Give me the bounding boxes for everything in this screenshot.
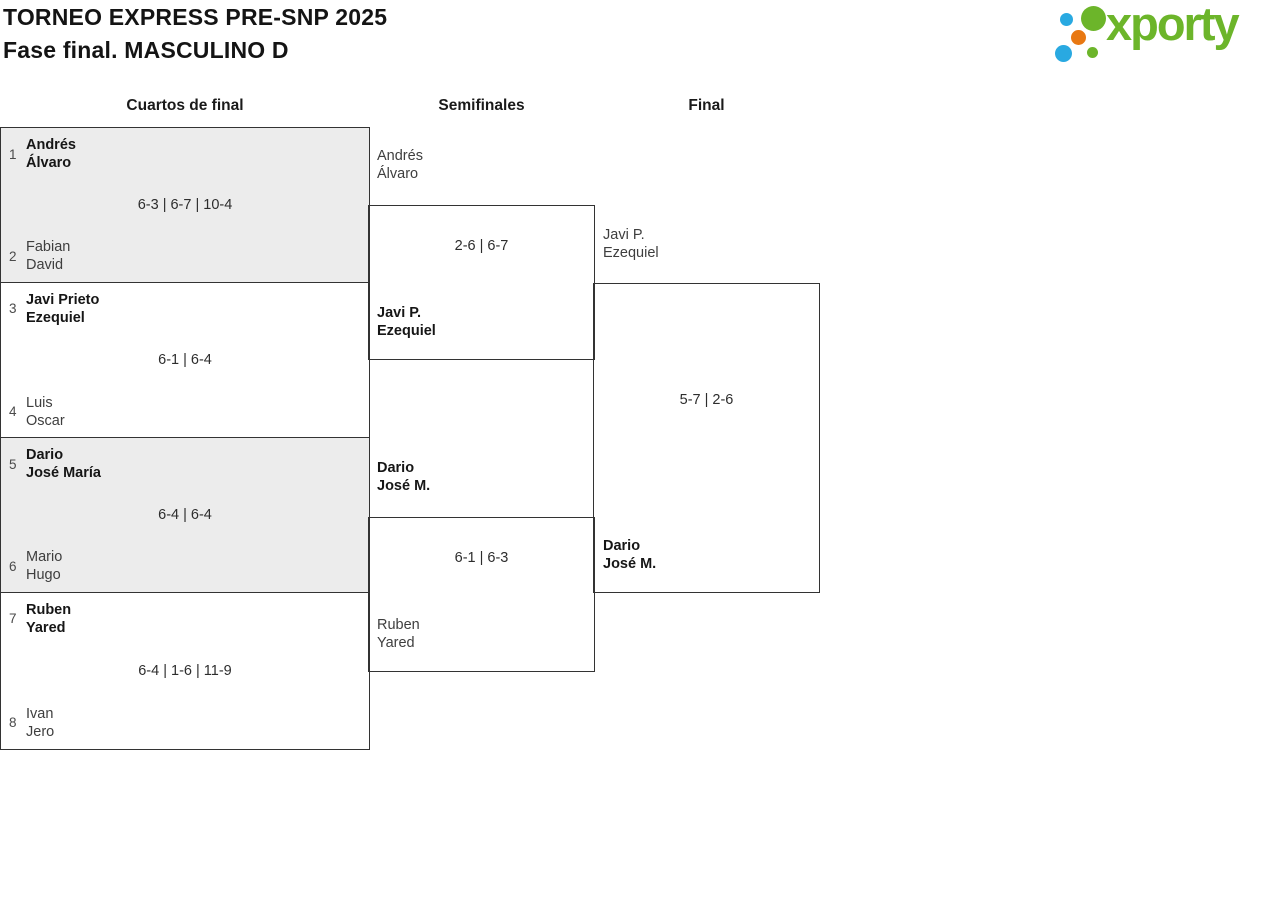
match-score: 6-1 | 6-3 [454, 550, 509, 566]
team-name-pair: Ivan Jero [26, 705, 54, 741]
player-name: Ezequiel [377, 323, 436, 339]
player-name: Fabian [26, 239, 71, 255]
player-name: Javi P. [377, 305, 422, 321]
match-quarterfinal-4: 7 Ruben Yared 6-4 | 1-6 | 11-9 8 Ivan Je… [0, 591, 370, 750]
semifinal2-team-bottom: Ruben Yared [377, 616, 420, 652]
match-semifinal-1: 2-6 | 6-7 [368, 205, 595, 360]
seed-number: 4 [9, 404, 17, 419]
semifinal1-team-top: Andrés Álvaro [377, 147, 423, 183]
player-name: Dario [26, 447, 64, 463]
match-score: 6-4 | 1-6 | 11-9 [138, 662, 232, 679]
tournament-subtitle: Fase final. MASCULINO D [3, 37, 289, 63]
seed-number: 5 [9, 456, 17, 472]
player-name: José M. [603, 556, 657, 572]
player-name: Dario [603, 538, 641, 554]
player-name: José María [26, 465, 101, 481]
team-row: 6 Mario Hugo [9, 548, 62, 584]
seed-number: 7 [9, 611, 17, 626]
player-name: Álvaro [26, 155, 72, 171]
match-score: 6-3 | 6-7 | 10-4 [137, 197, 233, 213]
team-row: 4 Luis Oscar [9, 394, 65, 430]
logo-dot-blue-small-icon [1060, 13, 1073, 26]
player-name: Jero [26, 723, 55, 740]
player-name: José M. [377, 478, 431, 494]
team-row: 1 Andrés Álvaro [9, 136, 76, 172]
team-name-pair: Javi Prieto Ezequiel [26, 291, 99, 327]
seed-number: 3 [9, 301, 17, 316]
player-name: Álvaro [377, 166, 419, 182]
match-semifinal-2: 6-1 | 6-3 [368, 517, 595, 672]
team-row: 7 Ruben Yared [9, 601, 71, 637]
team-name-pair: Andrés Álvaro [26, 136, 76, 172]
match-final: 5-7 | 2-6 [593, 283, 820, 593]
player-name: Ezequiel [603, 245, 659, 261]
match-score: 2-6 | 6-7 [454, 238, 509, 254]
logo-dot-blue-large-icon [1055, 45, 1072, 62]
team-row: 3 Javi Prieto Ezequiel [9, 291, 99, 327]
match-quarterfinal-2: 3 Javi Prieto Ezequiel 6-1 | 6-4 4 Luis … [0, 281, 370, 439]
match-score: 6-1 | 6-4 [158, 352, 212, 368]
final-team-top: Javi P. Ezequiel [603, 226, 659, 262]
player-name: Javi P. [603, 227, 645, 243]
team-name-pair: Fabian David [26, 238, 70, 274]
player-name: Andrés [377, 148, 423, 164]
player-name: Ruben [377, 617, 420, 633]
team-name-pair: Ruben Yared [26, 601, 71, 637]
tournament-title: TORNEO EXPRESS PRE-SNP 2025 [3, 4, 388, 30]
seed-number: 1 [9, 146, 17, 162]
player-name: Andrés [26, 137, 76, 153]
seed-number: 8 [9, 715, 17, 730]
team-row: 2 Fabian David [9, 238, 70, 274]
player-name: Dario [377, 460, 415, 476]
player-name: Oscar [26, 412, 65, 429]
match-score: 5-7 | 2-6 [679, 392, 734, 408]
round-header-semifinals: Semifinales [438, 97, 525, 114]
player-name: Mario [26, 549, 63, 565]
player-name: Yared [377, 635, 415, 651]
logo-dot-green-small-icon [1087, 47, 1098, 58]
team-name-pair: Mario Hugo [26, 548, 62, 584]
semifinal2-team-top: Dario José M. [377, 459, 430, 495]
player-name: Yared [26, 619, 66, 636]
team-row: 5 Dario José María [9, 446, 101, 482]
player-name: Ivan [26, 705, 54, 722]
logo-dot-orange-icon [1071, 30, 1086, 45]
semifinal1-team-bottom: Javi P. Ezequiel [377, 304, 436, 340]
player-name: Luis [26, 394, 53, 411]
team-name-pair: Luis Oscar [26, 394, 65, 430]
player-name: Ezequiel [26, 309, 85, 326]
team-name-pair: Dario José María [26, 446, 101, 482]
team-row: 8 Ivan Jero [9, 705, 54, 741]
player-name: Javi Prieto [26, 291, 100, 308]
logo-wordmark: xporty [1106, 0, 1240, 50]
logo-dot-green-large-icon [1081, 6, 1106, 31]
xporty-logo: xporty [1048, 0, 1280, 75]
player-name: David [26, 257, 64, 273]
seed-number: 6 [9, 558, 17, 574]
match-quarterfinal-1: 1 Andrés Álvaro 6-3 | 6-7 | 10-4 2 Fabia… [0, 127, 370, 283]
match-score: 6-4 | 6-4 [158, 507, 212, 523]
final-team-bottom: Dario José M. [603, 537, 656, 573]
player-name: Ruben [26, 601, 72, 618]
seed-number: 2 [9, 248, 17, 264]
round-header-quarterfinals: Cuartos de final [126, 97, 244, 114]
match-quarterfinal-3: 5 Dario José María 6-4 | 6-4 6 Mario Hug… [0, 437, 370, 593]
round-header-final: Final [688, 97, 725, 114]
player-name: Hugo [26, 567, 61, 583]
